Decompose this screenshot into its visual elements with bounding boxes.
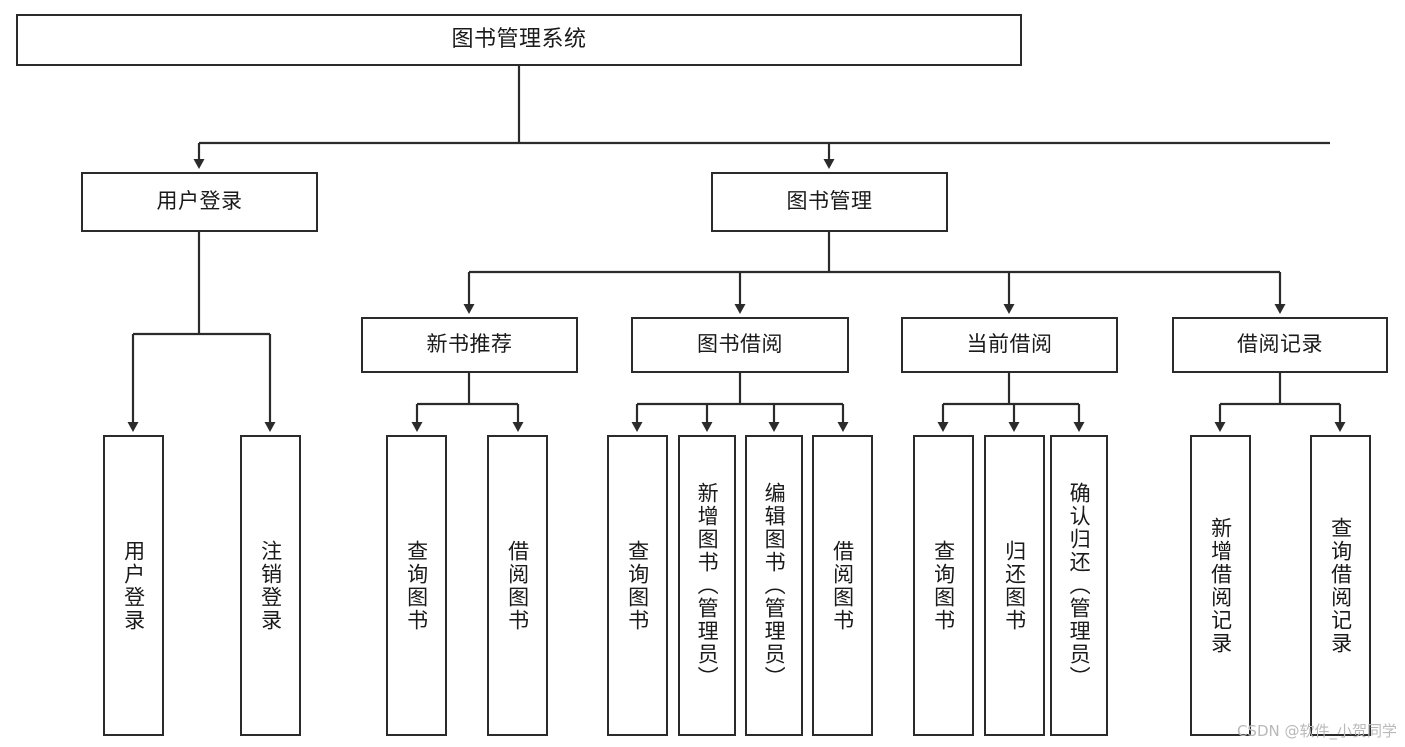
node-leaf-user-logout[interactable]: 注销登录 xyxy=(240,435,301,736)
node-book-borrow[interactable]: 图书借阅 xyxy=(631,317,849,373)
node-leaf-borrow-book-2[interactable]: 借阅图书 xyxy=(812,435,873,736)
wire-book-management-to-level3 xyxy=(463,232,1286,314)
wire-borrow-record-to-leaves xyxy=(1214,373,1346,432)
csdn-watermark: CSDN @软件_小贺同学 xyxy=(1236,722,1397,740)
node-leaf-add-book-admin[interactable]: 新增图书（管理员） xyxy=(678,435,736,736)
node-user-login[interactable]: 用户登录 xyxy=(81,172,318,232)
node-leaf-query-borrow-record[interactable]: 查询借阅记录 xyxy=(1310,435,1371,736)
wire-current-borrow-to-leaves xyxy=(937,373,1085,432)
node-root[interactable]: 图书管理系统 xyxy=(16,14,1022,66)
node-leaf-query-book-2[interactable]: 查询图书 xyxy=(607,435,668,736)
node-leaf-borrow-book-1[interactable]: 借阅图书 xyxy=(487,435,548,736)
node-leaf-query-book-1[interactable]: 查询图书 xyxy=(386,435,447,736)
node-leaf-query-book-3[interactable]: 查询图书 xyxy=(913,435,974,736)
wire-root-to-level2 xyxy=(193,66,1330,169)
node-book-management[interactable]: 图书管理 xyxy=(711,172,948,232)
node-current-borrow[interactable]: 当前借阅 xyxy=(901,317,1118,373)
node-leaf-add-borrow-record[interactable]: 新增借阅记录 xyxy=(1190,435,1251,736)
node-leaf-confirm-return-admin[interactable]: 确认归还（管理员） xyxy=(1050,435,1108,736)
node-leaf-user-login[interactable]: 用户登录 xyxy=(103,435,164,736)
wire-new-book-recommend-to-leaves xyxy=(411,373,524,432)
node-borrow-record[interactable]: 借阅记录 xyxy=(1172,317,1388,373)
node-leaf-edit-book-admin[interactable]: 编辑图书（管理员） xyxy=(745,435,803,736)
wire-user-login-to-leaves xyxy=(127,232,276,432)
node-leaf-return-book[interactable]: 归还图书 xyxy=(984,435,1045,736)
wire-book-borrow-to-leaves xyxy=(631,373,849,432)
node-new-book-recommend[interactable]: 新书推荐 xyxy=(361,317,578,373)
